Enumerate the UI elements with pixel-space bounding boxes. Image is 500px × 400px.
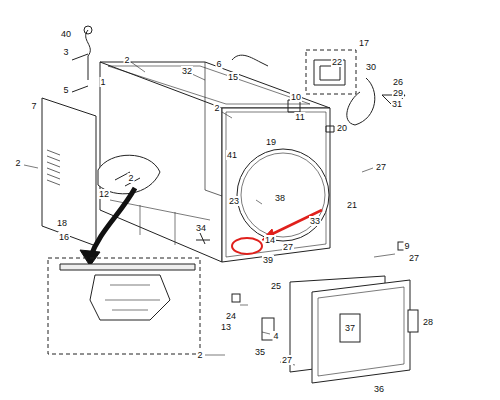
callout-number: 28 <box>422 317 434 327</box>
callout-number: 2 <box>213 103 220 113</box>
callout-number: 27 <box>281 355 293 365</box>
callout-number: 2 <box>196 350 203 360</box>
callout-number: 1 <box>99 77 106 87</box>
burner-detail <box>105 285 160 310</box>
harness-6 <box>232 55 268 66</box>
callout-number: 40 <box>60 29 72 39</box>
callout-number: 27 <box>408 253 420 263</box>
callout-number: 16 <box>58 232 70 242</box>
callout-number: 2 <box>127 173 134 183</box>
callout-number: 23 <box>228 196 240 206</box>
callout-number: 35 <box>254 347 266 357</box>
callout-number: 6 <box>215 59 222 69</box>
callout-number: 30 <box>365 62 377 72</box>
belt-30 <box>347 78 375 125</box>
callout-number: 9 <box>403 241 410 251</box>
drum-opening-seal <box>241 153 325 237</box>
burner-assembly <box>90 275 170 320</box>
cabinet-back-edge <box>205 62 222 196</box>
callout-number: 4 <box>272 331 279 341</box>
callout-number: 27 <box>282 242 294 252</box>
door <box>312 280 410 383</box>
view-arrow <box>90 188 135 258</box>
highlight-circle <box>232 238 262 254</box>
callout-number: 13 <box>220 322 232 332</box>
callout-number: 21 <box>346 200 358 210</box>
callout-number: 2 <box>123 55 130 65</box>
callout-number: 39 <box>262 255 274 265</box>
callout-number: 18 <box>56 218 68 228</box>
side-panel-vents <box>47 150 60 185</box>
callout-number: 25 <box>270 281 282 291</box>
callout-number: 41 <box>226 150 238 160</box>
part-24 <box>232 294 240 302</box>
burner-box <box>48 258 200 354</box>
callout-number: 37 <box>344 323 356 333</box>
callout-number: 7 <box>30 101 37 111</box>
callout-number: 31 <box>391 99 403 109</box>
callout-number: 32 <box>181 66 193 76</box>
burner-tube <box>60 264 195 270</box>
callout-number: 20 <box>336 123 348 133</box>
drum-opening <box>237 149 329 241</box>
callout-number: 26 <box>392 77 404 87</box>
callout-number: 11 <box>294 112 305 122</box>
bracket-12 <box>115 172 140 186</box>
front-panel <box>222 108 330 262</box>
callout-number: 29 <box>392 88 404 98</box>
callout-number: 2 <box>14 158 21 168</box>
callout-number: 27 <box>375 162 387 172</box>
callout-number: 10 <box>290 92 302 102</box>
door-panel-37 <box>340 314 360 342</box>
door-inner <box>318 287 404 376</box>
callout-number: 3 <box>62 47 69 57</box>
callout-number: 34 <box>195 223 207 233</box>
callout-number: 15 <box>227 72 239 82</box>
callout-number: 33 <box>309 216 321 226</box>
leader-lines <box>24 62 395 365</box>
cord-plug <box>84 26 92 34</box>
part-34 <box>196 233 210 244</box>
top-inner-edge <box>108 66 310 104</box>
hinge-28 <box>408 310 418 332</box>
callout-number: 22 <box>331 57 343 67</box>
screws-3-5 <box>72 54 88 92</box>
side-panel <box>42 98 96 246</box>
callout-number: 36 <box>373 384 385 394</box>
callout-number: 5 <box>62 85 69 95</box>
callout-number: 24 <box>225 311 237 321</box>
callout-number: 19 <box>265 137 277 147</box>
callout-number: 14 <box>264 235 276 245</box>
motor-box <box>306 50 356 94</box>
callout-number: 38 <box>274 193 286 203</box>
highlight-arrow <box>268 210 322 236</box>
callout-number: 12 <box>98 189 110 199</box>
part-20 <box>326 126 334 132</box>
callout-number: 17 <box>358 38 370 48</box>
